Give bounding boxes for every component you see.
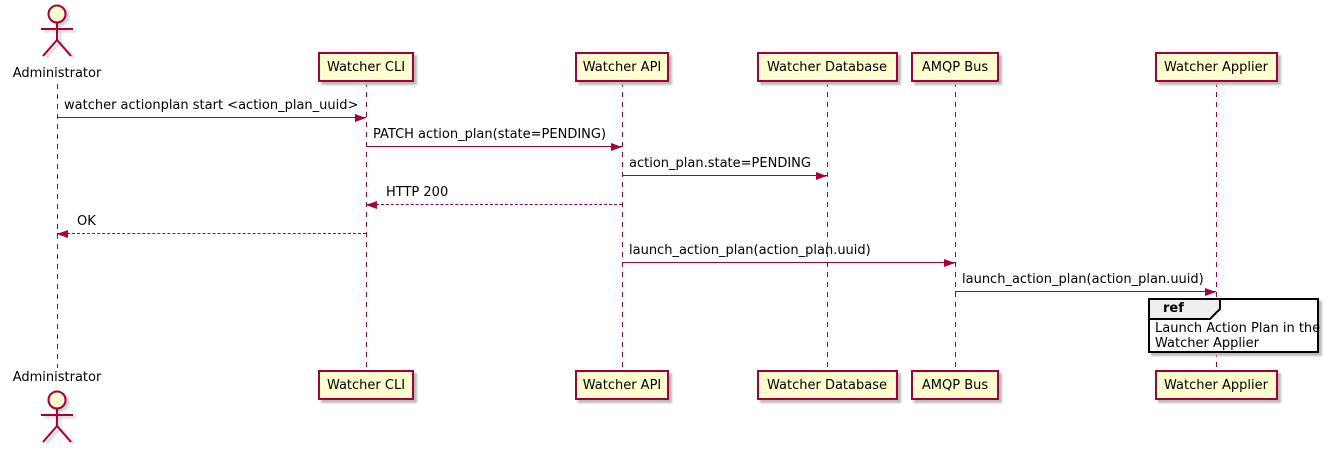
ref-header-pentagon — [1148, 298, 1221, 320]
arrowhead-icon — [366, 200, 377, 209]
participant-box-amqp-bus-top: AMQP Bus — [911, 52, 999, 82]
participant-label: Watcher Database — [767, 377, 887, 393]
message-label: action_plan.state=PENDING — [629, 156, 811, 171]
message-label: OK — [77, 214, 96, 229]
actor-icon — [33, 4, 81, 64]
message-line — [57, 117, 366, 118]
participant-box-amqp-bus-bottom: AMQP Bus — [911, 370, 999, 400]
participant-label: Watcher API — [582, 59, 662, 75]
participant-box-watcher-database-top: Watcher Database — [756, 52, 898, 82]
message-line — [622, 175, 827, 176]
participant-box-watcher-api-bottom: Watcher API — [575, 370, 669, 400]
actor-icon — [33, 390, 81, 450]
arrowhead-icon — [1205, 287, 1216, 296]
participant-label: Watcher Applier — [1164, 59, 1268, 75]
ref-text-line: Launch Action Plan in the — [1155, 321, 1321, 336]
lifeline-watcher-cli — [366, 82, 367, 370]
lifeline-watcher-database — [827, 82, 828, 370]
message-line — [57, 233, 366, 234]
actor-label-top: Administrator — [12, 66, 102, 81]
actor-label-bottom: Administrator — [12, 370, 102, 385]
message-line — [622, 262, 955, 263]
participant-box-watcher-cli-top: Watcher CLI — [318, 52, 414, 82]
participant-label: AMQP Bus — [921, 59, 989, 75]
participant-label: Watcher CLI — [326, 377, 406, 393]
participant-box-watcher-api-top: Watcher API — [575, 52, 669, 82]
arrowhead-icon — [944, 258, 955, 267]
participant-box-watcher-cli-bottom: Watcher CLI — [318, 370, 414, 400]
lifeline-watcher-applier — [1216, 82, 1217, 370]
message-line — [366, 146, 622, 147]
lifeline-watcher-api — [622, 82, 623, 370]
participant-label: Watcher Database — [767, 59, 887, 75]
participant-label: AMQP Bus — [921, 377, 989, 393]
arrowhead-icon — [355, 113, 366, 122]
participant-label: Watcher Applier — [1164, 377, 1268, 393]
ref-keyword: ref — [1163, 301, 1184, 316]
message-label: PATCH action_plan(state=PENDING) — [373, 127, 607, 142]
arrowhead-icon — [57, 229, 68, 238]
message-line — [366, 204, 622, 205]
message-label: launch_action_plan(action_plan.uuid) — [629, 243, 871, 258]
participant-box-watcher-applier-bottom: Watcher Applier — [1154, 370, 1278, 400]
arrowhead-icon — [611, 142, 622, 151]
arrowhead-icon — [816, 171, 827, 180]
participant-box-watcher-applier-top: Watcher Applier — [1154, 52, 1278, 82]
participant-label: Watcher API — [582, 377, 662, 393]
message-label: watcher actionplan start <action_plan_uu… — [64, 98, 359, 113]
lifeline-administrator — [57, 84, 58, 368]
ref-text-line: Watcher Applier — [1155, 336, 1259, 351]
participant-label: Watcher CLI — [326, 59, 406, 75]
message-line — [955, 291, 1216, 292]
message-label: launch_action_plan(action_plan.uuid) — [962, 272, 1204, 287]
participant-box-watcher-database-bottom: Watcher Database — [756, 370, 898, 400]
lifeline-amqp-bus — [955, 82, 956, 370]
message-label: HTTP 200 — [386, 185, 449, 200]
